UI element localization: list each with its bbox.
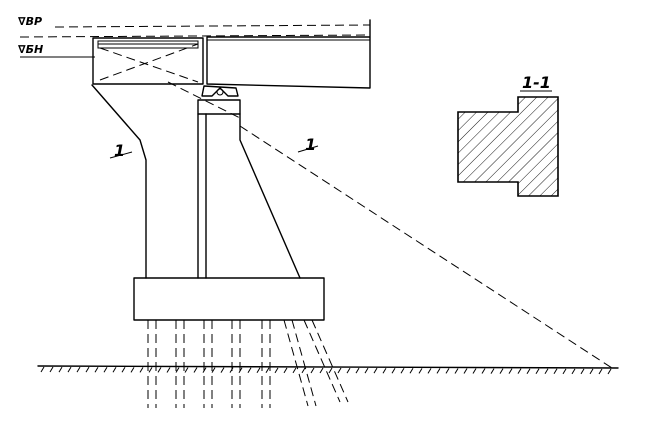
ground-tick bbox=[121, 367, 126, 373]
ground-tick bbox=[85, 366, 90, 373]
ground-tick bbox=[445, 368, 450, 374]
ground-tick bbox=[544, 368, 549, 375]
ground-tick bbox=[346, 367, 351, 374]
ground-tick bbox=[508, 368, 513, 374]
ground-tick bbox=[571, 368, 576, 375]
ground-tick bbox=[598, 368, 603, 375]
ground-tick bbox=[427, 368, 432, 374]
ground-tick bbox=[535, 368, 540, 374]
ground-tick bbox=[40, 366, 45, 373]
ground-tick bbox=[202, 367, 207, 373]
ground-tick bbox=[67, 366, 72, 373]
ground-tick bbox=[589, 368, 594, 375]
deck-span-left bbox=[92, 37, 204, 85]
ground-tick bbox=[265, 367, 270, 374]
ground-tick bbox=[490, 368, 495, 374]
ground-tick bbox=[301, 367, 306, 374]
ground-tick bbox=[517, 368, 522, 374]
section-cut-lines bbox=[109, 81, 613, 369]
ground-tick bbox=[238, 367, 243, 373]
ground-tick bbox=[193, 367, 198, 373]
ground-tick bbox=[328, 367, 333, 374]
cross-section-shape bbox=[457, 96, 559, 197]
ground-tick bbox=[49, 366, 54, 373]
ground-tick bbox=[112, 367, 117, 373]
ground-tick bbox=[499, 368, 504, 374]
ground-tick bbox=[103, 366, 108, 373]
ground-tick bbox=[211, 367, 216, 373]
section-label-left: 1 bbox=[114, 141, 125, 160]
ground-tick bbox=[319, 367, 324, 374]
ground-tick bbox=[94, 366, 99, 373]
ground-tick bbox=[382, 367, 387, 374]
cross-section-title: 1-1 bbox=[522, 73, 551, 92]
bearing bbox=[197, 85, 241, 115]
ground-tick bbox=[130, 367, 135, 373]
ground-tick bbox=[562, 368, 567, 375]
ground-tick bbox=[139, 367, 144, 373]
ground-tick bbox=[553, 368, 558, 375]
ground-tick bbox=[256, 367, 261, 374]
ground-tick bbox=[481, 368, 486, 374]
ground-tick bbox=[175, 367, 180, 373]
ground-tick bbox=[526, 368, 531, 374]
ground-tick bbox=[472, 368, 477, 374]
ground-tick bbox=[166, 367, 171, 373]
level-top-label: ∇ВР bbox=[18, 15, 42, 28]
ground-tick bbox=[229, 367, 234, 373]
ground-tick bbox=[274, 367, 279, 374]
pier-column bbox=[91, 84, 301, 279]
ground-tick bbox=[283, 367, 288, 374]
ground-tick bbox=[418, 368, 423, 374]
deck-span-right bbox=[206, 19, 371, 89]
ground-tick bbox=[337, 367, 342, 374]
ground-tick bbox=[76, 366, 81, 373]
ground-tick bbox=[355, 367, 360, 374]
ground-tick bbox=[391, 367, 396, 374]
piles bbox=[147, 319, 349, 408]
ground-tick bbox=[364, 367, 369, 374]
level-lines bbox=[19, 24, 371, 58]
ground-tick bbox=[310, 367, 315, 374]
ground-tick bbox=[58, 366, 63, 373]
ground-line bbox=[37, 365, 619, 375]
ground-tick bbox=[436, 368, 441, 374]
ground-tick bbox=[463, 368, 468, 374]
level-bottom-label: ∇БН bbox=[18, 43, 43, 56]
ground-tick bbox=[400, 368, 405, 374]
section-label-right: 1 bbox=[305, 135, 316, 154]
ground-tick bbox=[454, 368, 459, 374]
ground-tick bbox=[580, 368, 585, 375]
pile-cap bbox=[133, 277, 325, 321]
ground-tick bbox=[409, 368, 414, 374]
ground-tick bbox=[373, 367, 378, 374]
ground-tick bbox=[247, 367, 252, 373]
ground-tick bbox=[220, 367, 225, 373]
ground-tick bbox=[292, 367, 297, 374]
ground-tick bbox=[157, 367, 162, 373]
ground-tick bbox=[148, 367, 153, 373]
ground-tick bbox=[607, 368, 612, 375]
ground-tick bbox=[184, 367, 189, 373]
